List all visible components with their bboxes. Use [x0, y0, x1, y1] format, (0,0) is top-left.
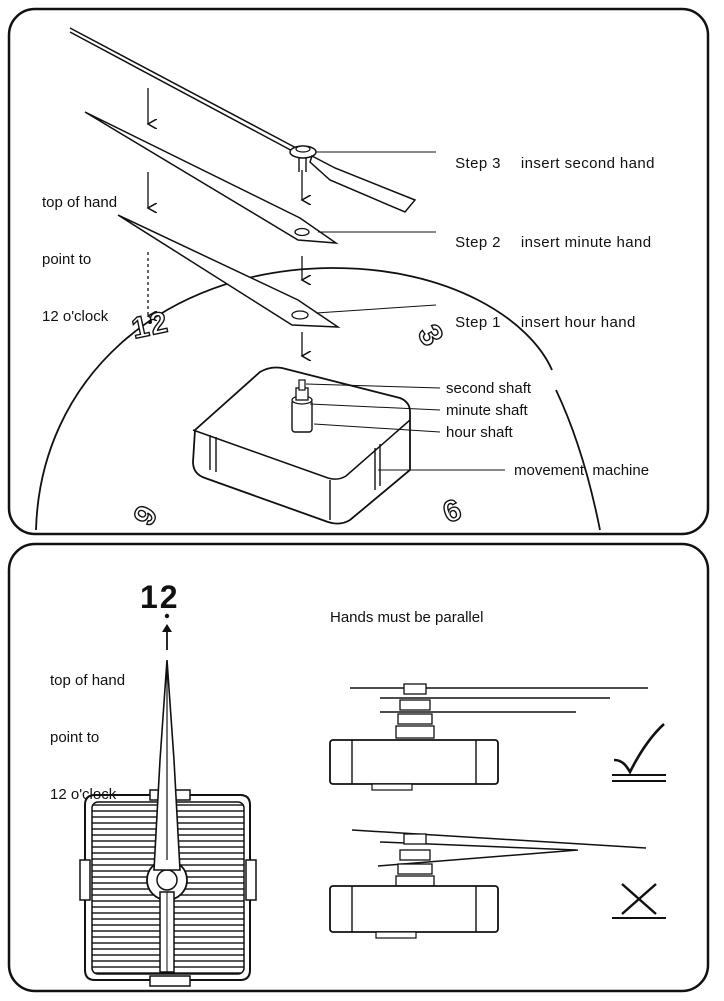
step-1-number: Step 1: [455, 314, 501, 331]
second-hand: [69, 27, 417, 213]
bottom-hint-label: top of hand point to 12 o'clock: [50, 633, 125, 823]
step-2-action: insert minute hand: [520, 234, 652, 251]
bottom-hint-line-2: point to: [50, 729, 100, 746]
step-3-label: Step 3 insert second hand: [446, 135, 655, 173]
cross-mark-icon: [612, 883, 666, 919]
bottom-panel-frame: [7, 542, 710, 993]
top-hint-label: top of hand point to 12 o'clock: [42, 155, 117, 345]
step-leader-lines: [315, 151, 437, 314]
step-3-action: insert second hand: [520, 155, 655, 172]
movement-machine-label: movement machine: [514, 462, 650, 479]
parallel-title: Hands must be parallel: [330, 609, 484, 626]
step-3-number: Step 3: [455, 155, 501, 172]
movement-machine: [192, 366, 411, 525]
twelve-marker-dot: [148, 320, 152, 324]
clock-dial-arc-right: [555, 389, 601, 531]
twelve-pointer-arrow: [162, 613, 172, 650]
bottom-hint-line-1: top of hand: [50, 672, 126, 689]
correct-side-view: [329, 683, 648, 791]
insertion-arrows: [148, 88, 302, 356]
top-hint-line-3: 12 o'clock: [42, 308, 109, 325]
hour-shaft-label: hour shaft: [446, 424, 513, 441]
clock-dial-arc: [35, 267, 553, 531]
step-1-label: Step 1 insert hour hand: [446, 294, 636, 332]
check-mark-icon: [612, 723, 666, 782]
step-2-label: Step 2 insert minute hand: [446, 214, 652, 252]
top-panel-frame: [7, 7, 710, 536]
vertical-hands: [153, 659, 181, 973]
top-hint-line-2: point to: [42, 251, 92, 268]
wrong-side-view: [329, 829, 647, 939]
hour-hand: [117, 214, 341, 328]
minute-hand: [84, 111, 339, 244]
minute-shaft-label: minute shaft: [446, 402, 528, 419]
top-hint-line-1: top of hand: [42, 194, 118, 211]
bottom-hint-line-3: 12 o'clock: [50, 786, 117, 803]
shaft-leader-lines: [305, 383, 505, 471]
step-1-action: insert hour hand: [520, 314, 636, 331]
step-2-number: Step 2: [455, 234, 501, 251]
second-shaft-label: second shaft: [446, 380, 532, 397]
bottom-number-12: 12: [140, 579, 180, 615]
